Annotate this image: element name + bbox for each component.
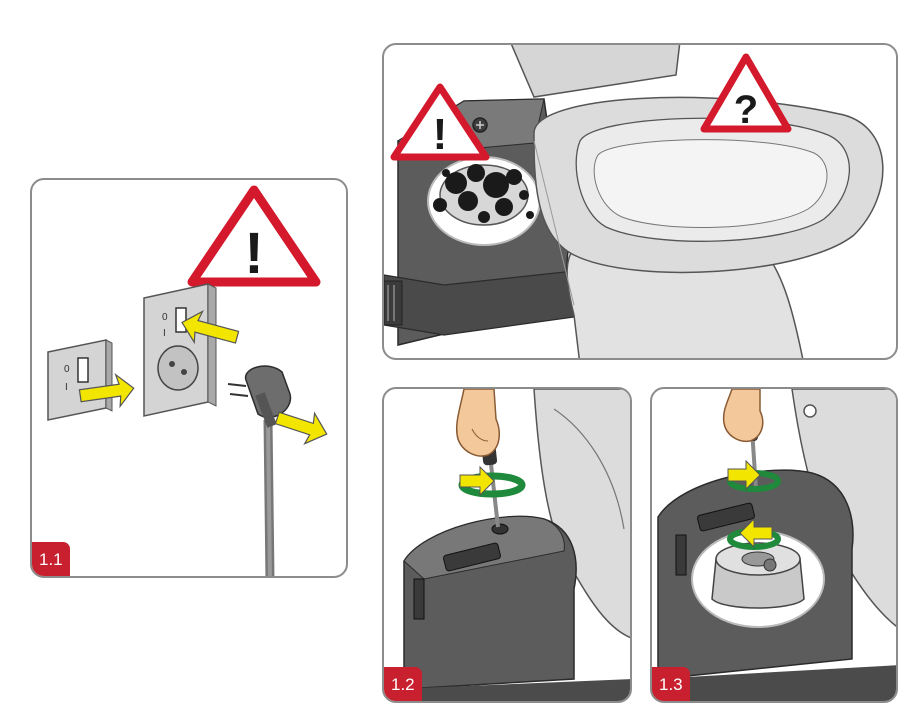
hand-icon — [455, 389, 501, 457]
warning-triangle-icon: ! — [187, 185, 321, 287]
hygiene-warning-panel: ! ? — [382, 43, 898, 360]
question-triangle-icon: ? — [700, 53, 792, 133]
step-1-2-illustration — [394, 389, 630, 701]
hand-icon — [722, 389, 764, 443]
socket-switch-label-on: I — [163, 328, 166, 339]
step-1-3-illustration — [652, 389, 896, 701]
warning-triangle-icon: ! — [390, 83, 490, 161]
wall-switch-icon: 0 I — [47, 339, 113, 421]
pump-unit-icon — [394, 515, 630, 701]
toilet-icon — [510, 45, 884, 358]
switch-label-on: I — [65, 382, 68, 393]
step-1-3-panel: 1.3 — [650, 387, 898, 703]
step-1-1-panel: ! 0 I 0 I — [30, 178, 348, 578]
warning-symbol-right: ? — [734, 88, 758, 132]
warning-symbol-left: ! — [433, 110, 448, 159]
arrow-icon — [78, 310, 328, 445]
dirt-splatter-icon — [427, 156, 541, 246]
step-1-1-illustration: ! 0 I 0 I — [47, 185, 328, 576]
step-1-2-panel: 1.2 — [382, 387, 632, 703]
rotate-arrow-icon — [458, 465, 526, 498]
power-socket-icon: 0 I — [143, 283, 217, 417]
step-badge: 1.1 — [32, 542, 70, 576]
step-badge: 1.2 — [384, 667, 422, 701]
hygiene-warning-illustration: ! ? — [384, 45, 884, 358]
step-badge: 1.3 — [652, 667, 690, 701]
socket-switch-label-off: 0 — [162, 312, 168, 323]
power-plug-icon — [227, 365, 292, 576]
switch-label-off: 0 — [64, 364, 70, 375]
rotate-arrow-icon — [727, 459, 781, 550]
warning-symbol: ! — [244, 221, 263, 286]
